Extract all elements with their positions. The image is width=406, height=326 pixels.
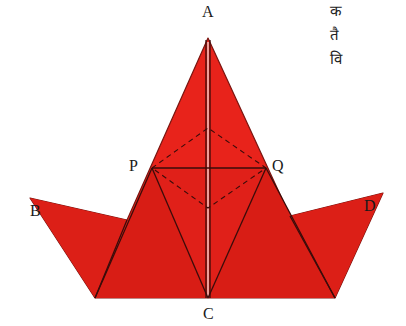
text-fragment: तै xyxy=(330,28,339,43)
text-fragment: क xyxy=(330,4,342,19)
point-label: D xyxy=(364,198,376,214)
point-label: C xyxy=(203,306,214,322)
text-fragment: वि xyxy=(330,52,342,67)
point-label: P xyxy=(129,158,138,174)
point-label: B xyxy=(30,203,41,219)
point-label: Q xyxy=(272,158,284,174)
point-label: A xyxy=(202,4,214,20)
